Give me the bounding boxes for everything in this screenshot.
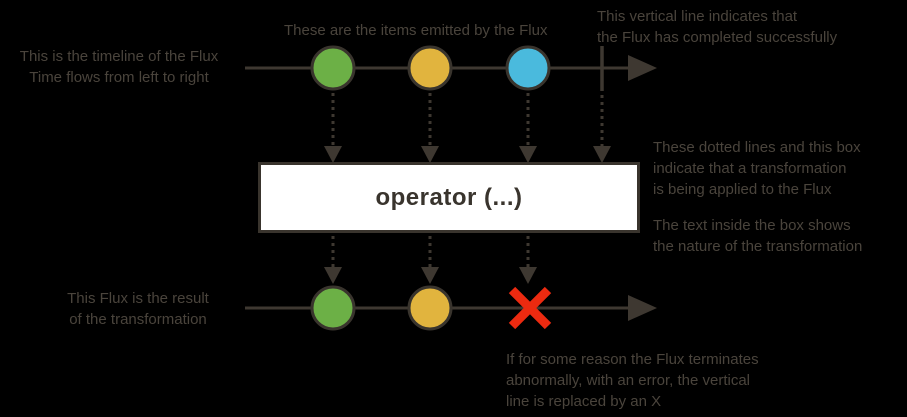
result-dashed-arrowhead-icon [421, 267, 439, 284]
annotation-emitted-items: These are the items emitted by the Flux [284, 22, 548, 39]
result-dashed-arrowhead-icon [324, 267, 342, 284]
annotation-result-flux: This Flux is the result of the transform… [67, 290, 209, 328]
emitted-item-blue [505, 45, 551, 91]
annotation-transformation: These dotted lines and this box indicate… [653, 139, 861, 198]
emitted-item-green [310, 45, 356, 91]
result-item-yellow [407, 285, 453, 331]
source-timeline-arrowhead-icon [628, 55, 657, 81]
annotation-timeline: This is the timeline of the Flux Time fl… [19, 48, 219, 86]
operator-label: operator (...) [375, 183, 523, 211]
transform-dashed-arrowhead-icon [593, 146, 611, 163]
annotation-box-text: The text inside the box shows the nature… [653, 217, 863, 255]
transform-dashed-arrowhead-icon [421, 146, 439, 163]
transform-dashed-arrowhead-icon [519, 146, 537, 163]
annotation-complete-signal: This vertical line indicates that the Fl… [597, 8, 838, 46]
result-timeline-arrowhead-icon [628, 295, 657, 321]
transform-dashed-arrowhead-icon [324, 146, 342, 163]
error-x-mark [508, 286, 552, 330]
result-item-green [310, 285, 356, 331]
annotation-error-termination: If for some reason the Flux terminates a… [506, 351, 759, 410]
operator-box: operator (...) [258, 162, 640, 233]
diagram-strokes [245, 46, 657, 321]
emitted-item-yellow [407, 45, 453, 91]
result-dashed-arrowhead-icon [519, 267, 537, 284]
